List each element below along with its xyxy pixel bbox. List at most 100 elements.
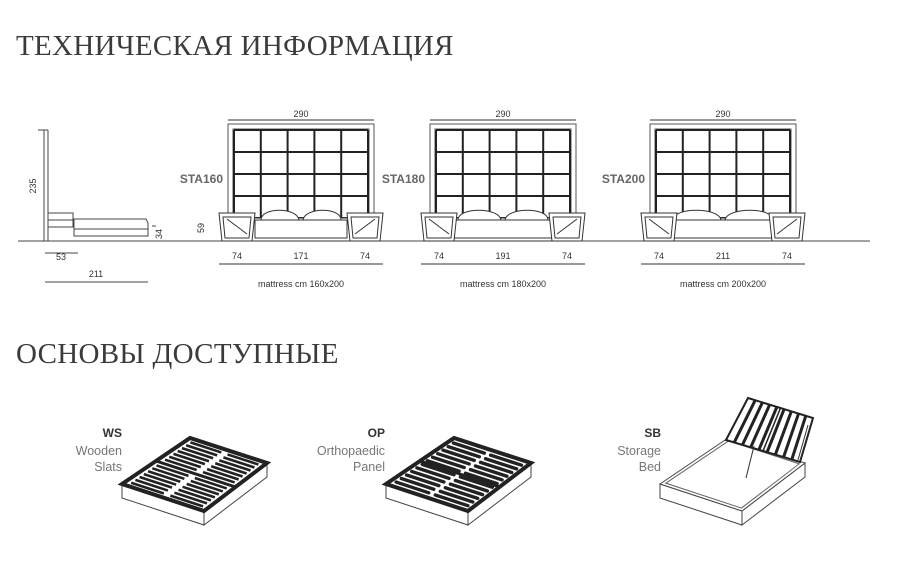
pillow-right [504, 209, 549, 221]
slat [169, 494, 204, 508]
mattress [666, 219, 780, 239]
slat [134, 478, 169, 492]
base-drawing [117, 435, 272, 527]
base-center-rail [419, 459, 500, 489]
slat [168, 455, 202, 469]
slat [210, 464, 244, 478]
model-label: STA180 [382, 172, 425, 186]
nightstand-detail [226, 218, 248, 235]
dim-headboard-depth: 53 [56, 252, 66, 262]
mattress-size: mattress cm 160x200 [258, 279, 344, 289]
slat [147, 469, 181, 483]
panel-slot [420, 462, 456, 477]
dim-nightstand-right: 74 [562, 251, 572, 261]
slat [156, 464, 189, 478]
nightstand-drawer [552, 216, 582, 239]
slat [189, 441, 222, 454]
base-drawing [658, 396, 815, 527]
slat [202, 470, 236, 484]
base-code: WS [103, 426, 122, 440]
panel-slot [478, 460, 514, 475]
panel-slot [410, 469, 446, 484]
lid-slat [773, 410, 793, 456]
dim-width: 290 [293, 109, 308, 119]
slat [143, 472, 177, 486]
lid-slat [749, 404, 772, 448]
panel-slot [399, 476, 436, 491]
storage-box-inner [664, 440, 801, 509]
pillow-left [260, 209, 300, 221]
panel-slot [446, 444, 482, 459]
nightstand-detail [354, 218, 376, 235]
panel-slot [441, 448, 476, 463]
panel-slot [404, 473, 441, 488]
dim-nightstand-right: 74 [360, 251, 370, 261]
slat [186, 482, 220, 496]
slat [177, 449, 210, 463]
panel-slot [463, 471, 499, 486]
slat [173, 452, 206, 466]
base-code: OP [368, 426, 385, 440]
section-title-technical-info: ТЕХНИЧЕСКАЯ ИНФОРМАЦИЯ [16, 30, 454, 62]
model-label: STA160 [180, 172, 223, 186]
slat [190, 479, 224, 493]
gas-piston [797, 424, 809, 461]
mattress [451, 219, 555, 239]
pillow-left [672, 209, 722, 221]
panel-slot [458, 475, 494, 489]
dim-nightstand-left: 74 [232, 251, 242, 261]
nightstand-detail [556, 218, 578, 235]
dim-total-length: 211 [89, 269, 103, 279]
panel-slot [468, 467, 504, 482]
front-view-drawing [640, 119, 806, 265]
slat [151, 467, 185, 481]
slat [164, 458, 198, 472]
panel-slot [488, 453, 524, 467]
base-name-line1: Orthopaedic [317, 444, 385, 458]
gas-piston [745, 445, 755, 479]
slat [178, 488, 212, 502]
lid-center-rail [762, 407, 782, 452]
mattress [254, 219, 348, 239]
slat [185, 444, 218, 457]
panel-slot [451, 441, 487, 455]
slat [174, 491, 208, 505]
model-label: STA200 [602, 172, 645, 186]
pillow-right [302, 209, 342, 221]
base-name-line1: Storage [617, 444, 661, 458]
nightstand-detail [428, 218, 450, 235]
panel-slot [425, 459, 461, 473]
panel-slot [430, 455, 466, 470]
lid-slat [757, 406, 779, 451]
slat [194, 476, 228, 490]
section-title-available-bases: ОСНОВЫ ДОСТУПНЫЕ [16, 338, 339, 370]
lid-slat [741, 401, 764, 446]
base-drawing [381, 435, 536, 527]
dim-nightstand-left: 74 [654, 251, 664, 261]
slat [206, 467, 240, 481]
panel-slot [448, 482, 485, 497]
slat [227, 453, 259, 466]
lid-slat [732, 399, 757, 444]
side-view-drawing [38, 129, 156, 283]
lid-slat [765, 408, 786, 453]
panel-slot [473, 464, 509, 478]
panel-slot [443, 486, 480, 501]
pillow-left [457, 209, 502, 221]
slat [160, 461, 193, 475]
dim-bed-width: 171 [293, 251, 308, 261]
nightstand-drawer [772, 216, 802, 239]
panel-slot [453, 478, 490, 493]
slat [130, 481, 165, 495]
dim-bed-width: 191 [495, 251, 510, 261]
nightstand-drawer [350, 216, 380, 239]
slat [214, 462, 247, 475]
nightstand-detail [776, 218, 798, 235]
mattress-size: mattress cm 180x200 [460, 279, 546, 289]
nightstand-detail [648, 218, 670, 235]
panel-slot [433, 493, 470, 508]
slat [139, 475, 173, 489]
base-name-line2: Slats [94, 460, 122, 474]
